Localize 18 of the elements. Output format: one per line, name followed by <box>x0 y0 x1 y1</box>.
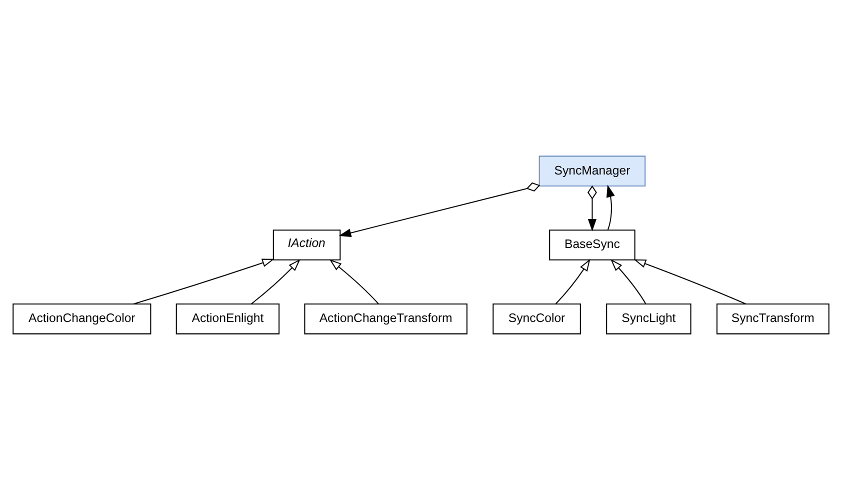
arrow <box>606 184 614 230</box>
arrow <box>250 258 300 304</box>
node-box: SyncManager <box>538 155 646 186</box>
node-box: BaseSync <box>548 229 635 260</box>
arrow <box>328 258 378 304</box>
node-box: ActionChangeTransform <box>304 303 467 334</box>
arrow <box>587 184 596 231</box>
node-box: SyncTransform <box>716 303 829 334</box>
node-box: IAction <box>272 229 340 260</box>
node-box: ActionChangeColor <box>12 303 151 334</box>
arrow <box>610 258 646 304</box>
node-box: ActionEnlight <box>175 303 280 334</box>
arrow <box>338 182 540 237</box>
node-box: SyncLight <box>606 303 691 334</box>
arrow <box>554 258 590 304</box>
arrow <box>132 258 274 304</box>
node-box: SyncColor <box>492 303 580 334</box>
arrow <box>633 258 746 304</box>
